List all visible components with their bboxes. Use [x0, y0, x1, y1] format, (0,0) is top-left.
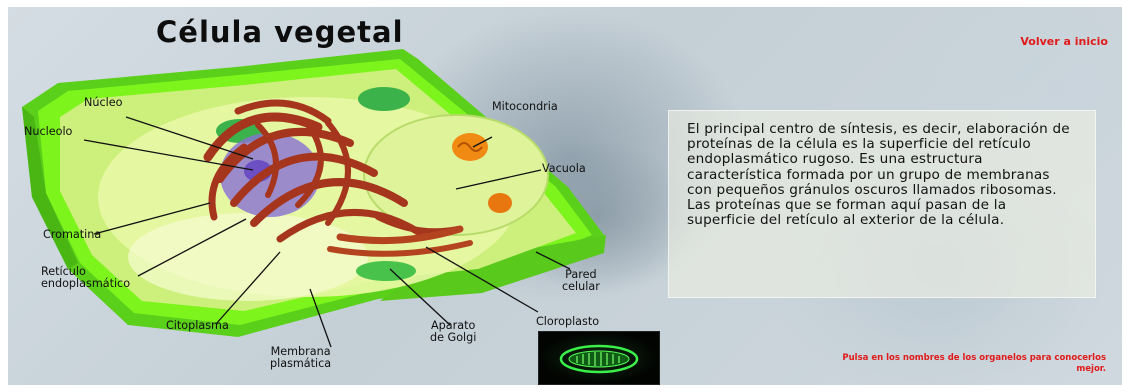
chloroplast-image	[539, 332, 659, 384]
info-text: El principal centro de síntesis, es deci…	[687, 122, 1077, 228]
label-membrana-line1: Membrana	[270, 346, 331, 358]
label-cromatina[interactable]: Cromatina	[43, 229, 101, 241]
label-reticulo[interactable]: Retículo endoplasmático	[41, 266, 130, 289]
label-aparato-line2: de Golgi	[430, 332, 476, 344]
plant-cell-illustration	[8, 7, 668, 385]
label-vacuola[interactable]: Vacuola	[542, 163, 586, 175]
label-pared-celular[interactable]: Pared celular	[562, 269, 600, 292]
mitochondrion[interactable]	[452, 133, 488, 161]
info-panel: El principal centro de síntesis, es deci…	[668, 110, 1096, 298]
label-pared-line2: celular	[562, 281, 600, 293]
label-membrana[interactable]: Membrana plasmática	[270, 346, 331, 369]
label-reticulo-line1: Retículo	[41, 266, 130, 278]
chloroplast[interactable]	[356, 261, 416, 281]
label-aparato-line1: Aparato	[430, 320, 476, 332]
back-to-home-link[interactable]: Volver a inicio	[1020, 35, 1108, 48]
label-nucleo[interactable]: Núcleo	[84, 97, 122, 109]
hint-text: Pulsa en los nombres de los organelos pa…	[826, 353, 1106, 375]
label-aparato-golgi[interactable]: Aparato de Golgi	[430, 320, 476, 343]
page-title: Célula vegetal	[156, 15, 404, 49]
label-mitocondria[interactable]: Mitocondria	[492, 101, 558, 113]
label-nucleolo[interactable]: Nucleolo	[24, 126, 72, 138]
label-pared-line1: Pared	[562, 269, 600, 281]
mitochondrion[interactable]	[488, 193, 512, 213]
slide: Célula vegetal Volver a inicio Núcleo Nu…	[8, 7, 1122, 385]
chloroplast[interactable]	[358, 87, 410, 111]
label-cloroplasto[interactable]: Cloroplasto	[536, 316, 599, 328]
chloroplast-thumbnail	[538, 331, 660, 385]
label-citoplasma[interactable]: Citoplasma	[166, 320, 229, 332]
label-membrana-line2: plasmática	[270, 358, 331, 370]
label-reticulo-line2: endoplasmático	[41, 278, 130, 290]
